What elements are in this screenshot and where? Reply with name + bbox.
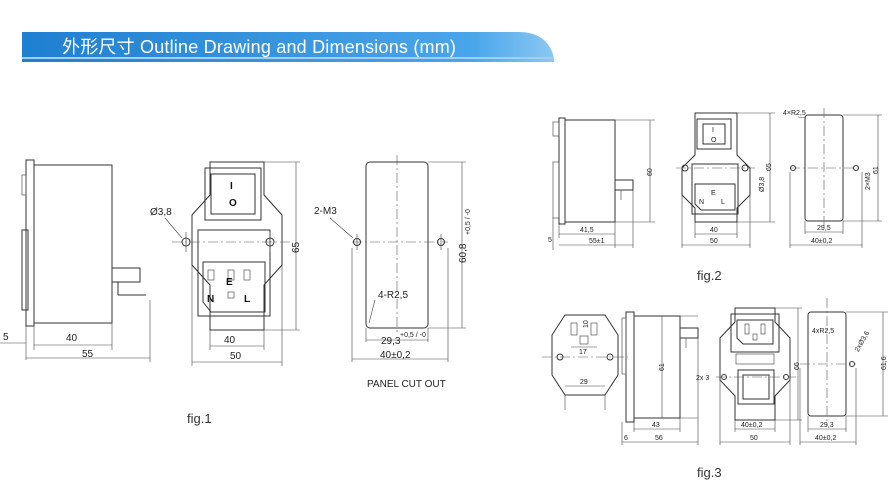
fig2-cut-height: 61 bbox=[873, 166, 880, 174]
fig1-socket-e: E bbox=[226, 277, 233, 288]
fig1-cut-width: 29,3 bbox=[381, 336, 401, 347]
fig3-cut-height: 61,6 bbox=[881, 356, 888, 370]
fig2-cut-width: 29,5 bbox=[817, 225, 831, 232]
fig1-dim-40-front: 40 bbox=[224, 335, 236, 346]
fig3-dim-61: 61 bbox=[659, 363, 666, 371]
fig3-dim-40-02: 40±0,2 bbox=[741, 422, 762, 429]
fig3-caption: fig.3 bbox=[697, 465, 722, 480]
fig1-hole-dia: Ø3,8 bbox=[150, 207, 172, 218]
fig3-front-view: 2x 3 40±0,2 50 66 bbox=[696, 307, 802, 445]
fig3-panel-cutout: 4xR2,5 2xØ3,6 29,3 40±0,2 61,6 bbox=[799, 298, 888, 445]
header-banner bbox=[22, 32, 554, 62]
fig3-dim-10: 10 bbox=[583, 320, 590, 328]
fig2-dim-60: 60 bbox=[647, 168, 654, 176]
fig3-rear-view: 10 17 29 bbox=[542, 314, 628, 410]
fig2-dim-65: 65 bbox=[766, 163, 773, 171]
fig2-hole-dia: Ø3,8 bbox=[759, 177, 766, 192]
fig2-socket-n: N bbox=[699, 199, 704, 206]
fig2-screws: 2×M3 bbox=[865, 172, 872, 190]
fig3-dim-6: 6 bbox=[624, 435, 628, 442]
fig2-socket-l: L bbox=[721, 199, 725, 206]
fig1-switch-on: I bbox=[230, 181, 233, 192]
fig2-switch-on: I bbox=[712, 127, 714, 134]
fig1-cut-height-tol: +0,5 / -0 bbox=[465, 209, 472, 235]
fig3-corner: 4xR2,5 bbox=[812, 328, 834, 335]
fig3-dim-2x3: 2x 3 bbox=[696, 375, 709, 382]
fig2-dim-55-1: 55±1 bbox=[589, 238, 605, 245]
fig1-dim-65: 65 bbox=[291, 241, 302, 253]
fig1-caption: fig.1 bbox=[187, 411, 212, 426]
fig2-dim-5: 5 bbox=[548, 237, 552, 244]
fig3-side-view: 61 43 56 6 bbox=[621, 311, 699, 445]
fig1-front-dimensions: Ø3,8 40 50 65 bbox=[150, 161, 302, 366]
fig3-cut-total: 40±0,2 bbox=[815, 435, 836, 442]
fig1-corner-radius: 4-R2,5 bbox=[378, 290, 408, 301]
fig1-socket-n: N bbox=[207, 294, 214, 305]
fig2-front-view: I O N E L 40 50 65 Ø3,8 bbox=[676, 112, 775, 248]
fig2-switch-off: O bbox=[711, 137, 717, 144]
fig2-dim-50: 50 bbox=[710, 238, 718, 245]
fig1-front-view: I O N E L bbox=[172, 161, 290, 331]
fig2-dim-41-5: 41,5 bbox=[580, 227, 594, 234]
fig1-side-view bbox=[21, 159, 146, 327]
fig2-corner: 4×R2,5 bbox=[783, 110, 806, 117]
fig3-dim-17: 17 bbox=[579, 349, 587, 356]
fig3-screws: 2xØ3,6 bbox=[854, 330, 871, 353]
fig2-dim-40: 40 bbox=[710, 227, 718, 234]
fig3-dim-43: 43 bbox=[652, 422, 660, 429]
fig3-dim-29: 29 bbox=[580, 379, 588, 386]
fig2-caption: fig.2 bbox=[697, 268, 722, 283]
fig1-side-dimensions: 5 40 55 bbox=[0, 300, 151, 362]
fig2-panel-cutout: 4×R2,5 2×M3 29,5 40±0,2 61 bbox=[783, 108, 882, 248]
fig1-panel-cutout: 2-M3 4-R2,5 29,3 +0,5 / -0 40±0,2 60,8 +… bbox=[314, 155, 472, 390]
fig1-cut-total: 40±0,2 bbox=[380, 350, 411, 361]
fig1-cut-height: 60,8 bbox=[458, 243, 469, 263]
fig2-socket-e: E bbox=[711, 190, 716, 197]
fig3-dim-50: 50 bbox=[750, 435, 758, 442]
fig3-dim-66: 66 bbox=[794, 362, 801, 370]
fig1-dim-50: 50 bbox=[230, 351, 242, 362]
fig3-dim-56: 56 bbox=[655, 435, 663, 442]
fig1-socket-l: L bbox=[244, 294, 250, 305]
fig1-dim-40-side: 40 bbox=[66, 333, 78, 344]
fig1-switch-off: O bbox=[229, 198, 237, 209]
fig2-cut-total: 40±0,2 bbox=[811, 238, 832, 245]
page-title: 外形尺寸 Outline Drawing and Dimensions (mm) bbox=[62, 37, 457, 57]
fig3-cut-width: 29,3 bbox=[820, 422, 834, 429]
fig1-cut-width-tol: +0,5 / -0 bbox=[400, 332, 426, 339]
fig1-panel-cutout-label: PANEL CUT OUT bbox=[367, 379, 446, 390]
fig2-side-view: 41,5 55±1 5 60 bbox=[548, 117, 655, 250]
fig1-screws: 2-M3 bbox=[314, 206, 337, 217]
fig1-dim-5: 5 bbox=[3, 332, 9, 343]
fig1-dim-55: 55 bbox=[82, 349, 94, 360]
